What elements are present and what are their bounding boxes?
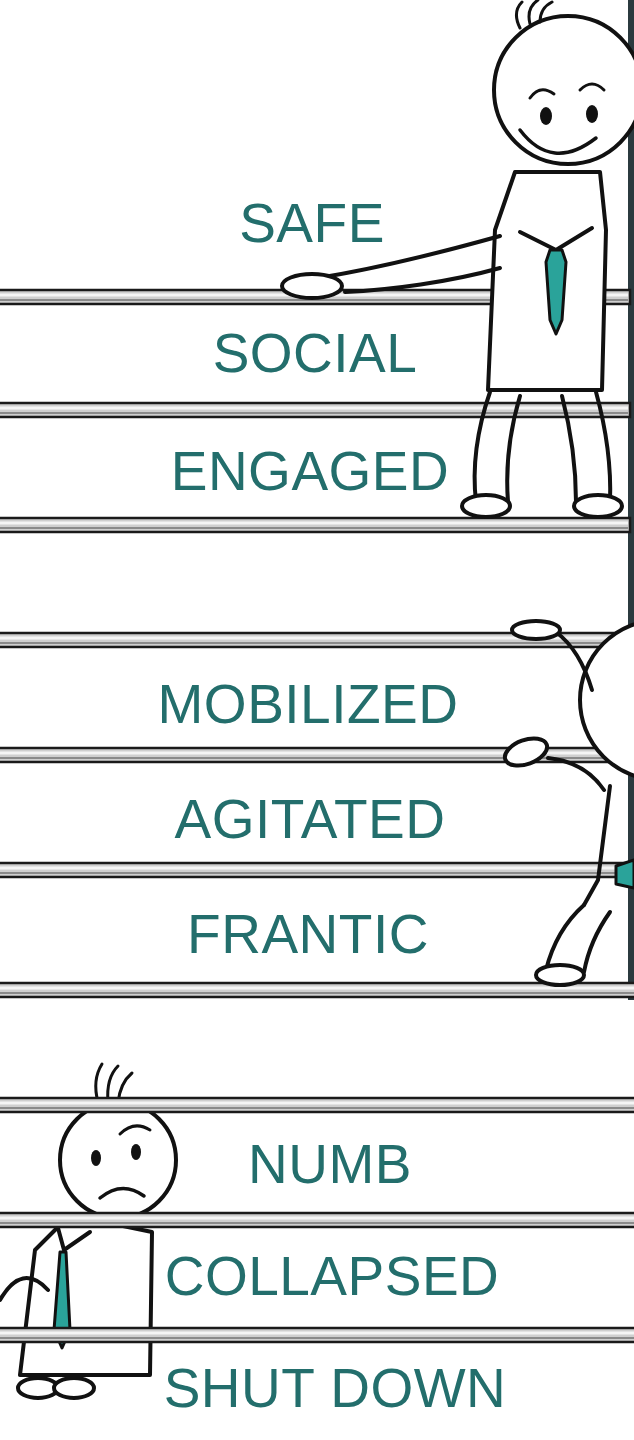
state-label: FRANTIC	[187, 907, 429, 962]
rail-bar	[0, 518, 630, 532]
figure-tie	[546, 250, 566, 334]
ladder-band: COLLAPSED	[82, 1241, 582, 1311]
ladder-rail	[0, 403, 630, 417]
figure-leg	[475, 392, 490, 502]
rail-highlight	[0, 1102, 634, 1105]
figure-hair	[516, 2, 522, 28]
ladder-rail	[0, 983, 634, 997]
state-label: ENGAGED	[171, 444, 450, 499]
rail-highlight	[0, 522, 628, 525]
figure-mouth	[100, 1188, 144, 1198]
figure-leg	[507, 396, 520, 502]
figure-eye	[540, 107, 552, 125]
ladder-rails	[0, 290, 634, 1342]
mobilized-figure	[501, 620, 634, 985]
rail-highlight	[0, 987, 634, 990]
ladder-band: NUMB	[130, 1129, 530, 1199]
figure-leg	[546, 905, 584, 970]
page-border	[628, 0, 634, 1000]
state-label: COLLAPSED	[165, 1249, 500, 1304]
figure-foot	[462, 495, 510, 517]
figure-eye	[586, 105, 598, 123]
figure-head	[60, 1102, 176, 1218]
rail-highlight	[0, 867, 628, 870]
state-label: MOBILIZED	[158, 677, 459, 732]
rail-shadow	[0, 872, 628, 874]
shutdown-figure	[0, 1064, 176, 1398]
figure-hand	[512, 621, 560, 639]
ladder-band: MOBILIZED	[58, 669, 558, 739]
figure-leg	[584, 912, 610, 972]
figure-hair	[540, 2, 552, 22]
safe-figure	[282, 0, 634, 517]
rail-bar	[0, 1098, 634, 1112]
state-label: SOCIAL	[213, 326, 418, 381]
rail-shadow	[0, 1337, 634, 1339]
ladder-rail	[0, 518, 630, 532]
rail-highlight	[0, 407, 628, 410]
rail-bar	[0, 1213, 634, 1227]
figure-hair	[529, 0, 538, 24]
figure-hand	[501, 733, 551, 771]
figure-body	[488, 172, 606, 390]
figure-foot	[574, 495, 622, 517]
figure-arm	[345, 268, 500, 292]
figure-head	[494, 16, 634, 164]
figure-tie	[616, 860, 634, 888]
ladder-band: SOCIAL	[115, 318, 515, 388]
figure-foot	[54, 1378, 94, 1398]
rail-shadow	[0, 527, 628, 529]
figure-brow	[530, 90, 554, 98]
ladder-band: SHUT DOWN	[85, 1353, 585, 1423]
rail-bar	[0, 863, 630, 877]
ladder-rail	[0, 1213, 634, 1227]
rail-highlight	[0, 1217, 634, 1220]
figure-hand	[282, 274, 342, 298]
figure-leg	[596, 392, 610, 502]
figure-body	[584, 786, 610, 905]
ladder-band: SAFE	[112, 188, 512, 258]
figure-leg	[562, 396, 576, 502]
figure-eye	[91, 1150, 101, 1166]
rail-bar	[0, 983, 634, 997]
rail-shadow	[0, 992, 634, 994]
rail-shadow	[0, 1107, 634, 1109]
figure-hair	[96, 1064, 102, 1102]
ladder-rail	[0, 1098, 634, 1112]
rail-highlight	[0, 1332, 634, 1335]
figure-collar	[520, 228, 592, 250]
figure-head	[580, 620, 634, 780]
figure-brow	[120, 1126, 150, 1134]
figure-foot	[536, 965, 584, 985]
ladder-rail	[0, 1328, 634, 1342]
rail-shadow	[0, 1222, 634, 1224]
state-label: SAFE	[239, 196, 385, 251]
state-label: NUMB	[248, 1137, 412, 1192]
figure-collar	[58, 1228, 90, 1250]
ladder-band: FRANTIC	[108, 899, 508, 969]
rail-bar	[0, 403, 630, 417]
figure-arm	[556, 632, 592, 690]
figure-body	[20, 1215, 152, 1375]
rail-shadow	[0, 642, 628, 644]
figure-mouth	[520, 130, 596, 153]
figure-hair	[108, 1066, 118, 1102]
rail-shadow	[0, 412, 628, 414]
ladder-band: ENGAGED	[110, 436, 510, 506]
ladder-band: AGITATED	[85, 784, 535, 854]
figure-arm	[548, 758, 604, 790]
ladder-rail	[0, 863, 630, 877]
figure-brow	[580, 84, 604, 90]
figure-arm	[0, 1278, 48, 1300]
figure-eye	[131, 1144, 141, 1160]
state-label: SHUT DOWN	[164, 1361, 507, 1416]
state-label: AGITATED	[175, 792, 446, 847]
rail-bar	[0, 1328, 634, 1342]
